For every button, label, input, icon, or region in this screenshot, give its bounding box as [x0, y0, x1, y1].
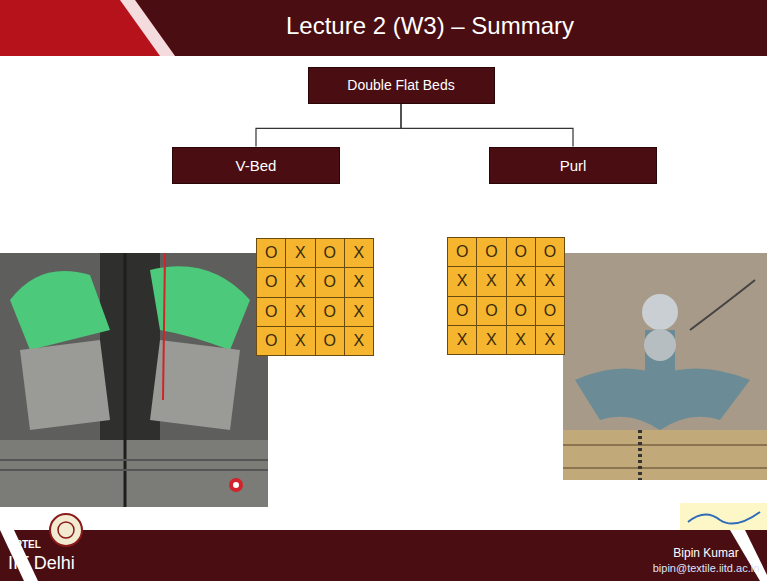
- author-name: Bipin Kumar: [673, 546, 738, 560]
- tree-connector: [256, 104, 401, 147]
- stitch-cell: X: [535, 325, 565, 355]
- publisher-logo: [680, 503, 767, 531]
- box-label: Double Flat Beds: [347, 77, 454, 93]
- vbed-photo: [0, 253, 268, 507]
- tree-connector: [401, 104, 573, 147]
- header-stripe-light: [120, 0, 175, 56]
- stitch-cell: X: [344, 267, 374, 297]
- iit-logo: [50, 514, 82, 546]
- stitch-cell: X: [447, 325, 477, 355]
- stitch-cell: X: [285, 238, 315, 268]
- stitch-cell: O: [447, 296, 477, 326]
- stitch-cell: O: [315, 267, 345, 297]
- author-email: bipin@textile.iitd.ac.in: [653, 562, 760, 574]
- stitch-cell: O: [447, 237, 477, 267]
- stitch-cell: X: [344, 297, 374, 327]
- stitch-cell: O: [476, 237, 506, 267]
- stitch-cell: X: [285, 267, 315, 297]
- stitch-cell: O: [256, 326, 286, 356]
- purl-photo: [563, 253, 767, 480]
- nptel-mark: NPTEL: [8, 539, 41, 550]
- stitch-cell: X: [506, 325, 536, 355]
- stitch-cell: X: [476, 325, 506, 355]
- slide-title: Lecture 2 (W3) – Summary: [286, 12, 574, 40]
- header-stripe: [0, 0, 175, 56]
- stitch-cell: X: [506, 266, 536, 296]
- stitch-cell: O: [256, 297, 286, 327]
- stitch-cell: O: [476, 296, 506, 326]
- stitch-cell: O: [506, 237, 536, 267]
- category-box: Purl: [489, 147, 657, 184]
- stitch-cell: O: [315, 297, 345, 327]
- stitch-cell: X: [344, 238, 374, 268]
- stitch-cell: X: [447, 266, 477, 296]
- stitch-cell: O: [506, 296, 536, 326]
- stitch-cell: O: [535, 296, 565, 326]
- stitch-cell: X: [285, 297, 315, 327]
- stitch-cell: X: [476, 266, 506, 296]
- logo-wave: [688, 512, 760, 524]
- footer-band: [0, 530, 767, 581]
- stitch-cell: O: [315, 238, 345, 268]
- stitch-cell: X: [535, 266, 565, 296]
- stitch-cell: O: [256, 238, 286, 268]
- institute-name: IIT Delhi: [8, 553, 75, 574]
- header-band: [0, 0, 767, 56]
- stitch-cell: O: [535, 237, 565, 267]
- stitch-cell: X: [285, 326, 315, 356]
- stitch-cell: O: [315, 326, 345, 356]
- category-box: V-Bed: [172, 147, 340, 184]
- stitch-cell: O: [256, 267, 286, 297]
- stitch-cell: X: [344, 326, 374, 356]
- box-label: Purl: [560, 157, 587, 174]
- category-box: Double Flat Beds: [308, 67, 495, 104]
- iit-logo-ring: [58, 522, 74, 538]
- box-label: V-Bed: [236, 157, 277, 174]
